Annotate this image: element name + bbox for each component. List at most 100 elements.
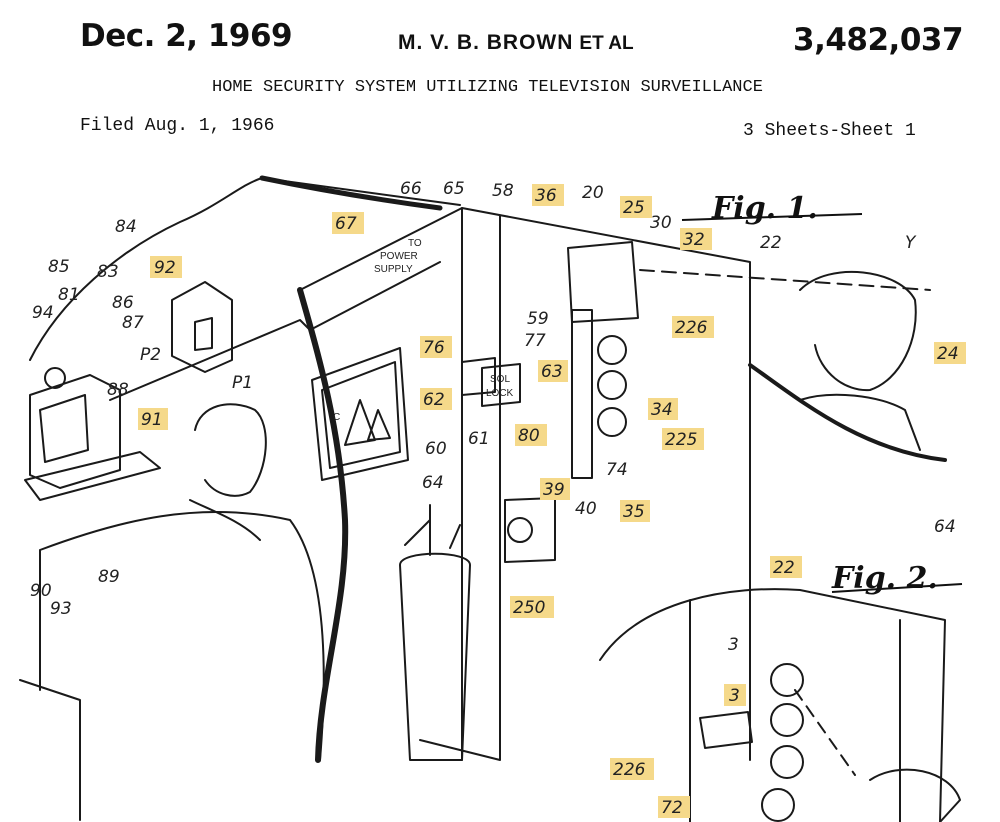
ref-72: 72 — [661, 798, 683, 818]
ref-32-box: 32 — [680, 228, 712, 250]
ref-90: 90 — [30, 581, 52, 601]
ref-81: 81 — [58, 285, 80, 305]
ref-67: 67 — [335, 214, 357, 234]
ref-24: 24 — [937, 344, 959, 364]
ref-40: 40 — [575, 499, 597, 519]
camera-sightline — [639, 269, 931, 291]
inventor-text: M. V. B. BROWN — [398, 31, 574, 54]
sol-lock-label-1: SOL — [490, 374, 510, 385]
ref-91-box: 91 — [138, 408, 168, 430]
wall-book — [171, 281, 233, 373]
ref-24-box: 24 — [934, 342, 966, 364]
ref-64b: 64 — [934, 517, 956, 537]
ref-35-box: 35 — [620, 500, 650, 522]
ref-226a-box: 226 — [672, 316, 714, 338]
ref-80: 80 — [518, 426, 540, 446]
ref-3a: 3 — [728, 635, 739, 655]
ceiling-cable — [259, 175, 443, 211]
ref-61: 61 — [468, 429, 490, 449]
ref-22b: 22 — [773, 558, 795, 578]
door-frame — [419, 207, 751, 761]
ref-P1: P1 — [232, 373, 253, 393]
patent-date: Dec. 2, 1969 — [80, 18, 293, 54]
ref-20: 20 — [582, 183, 604, 203]
ref-67-box: 67 — [332, 212, 364, 234]
tv-speaker — [44, 367, 66, 389]
ref-36: 36 — [535, 186, 557, 206]
ref-60: 60 — [425, 439, 447, 459]
ref-83: 83 — [97, 262, 119, 282]
ref-225-box: 225 — [662, 428, 704, 450]
ref-3b-box: 3 — [724, 684, 746, 706]
ref-76-box: 76 — [420, 336, 452, 358]
ref-84: 84 — [115, 217, 137, 237]
ref-58: 58 — [492, 181, 514, 201]
relay-panel — [571, 309, 593, 479]
ref-226a: 226 — [675, 318, 708, 338]
umbrellas — [404, 504, 461, 556]
solenoid-lock — [461, 357, 521, 407]
ref-34-box: 34 — [648, 398, 678, 420]
patent-number: 3,482,037 — [793, 22, 964, 58]
fig1-title: Fig. 1. — [711, 191, 818, 226]
ref-30: 30 — [650, 213, 672, 233]
relay-lamp-1 — [597, 335, 627, 365]
fig2-sightline — [794, 689, 856, 776]
ref-62-box: 62 — [420, 388, 452, 410]
ref-92-box: 92 — [150, 256, 182, 278]
ref-25: 25 — [623, 198, 645, 218]
ref-74: 74 — [606, 460, 628, 480]
ref-76: 76 — [423, 338, 445, 358]
relay-lamp-2 — [597, 370, 627, 400]
partition-wall — [297, 287, 349, 763]
fig2-button-4 — [761, 788, 795, 822]
ref-36-box: 36 — [532, 184, 564, 206]
sheet-count: 3 Sheets-Sheet 1 — [743, 121, 916, 141]
ref-91: 91 — [141, 410, 163, 430]
ref-225: 225 — [665, 430, 697, 450]
ref-64a: 64 — [422, 473, 444, 493]
ref-72-box: 72 — [658, 796, 690, 818]
ref-226b: 226 — [613, 760, 646, 780]
ref-34: 34 — [651, 400, 673, 420]
filed-date: Filed Aug. 1, 1966 — [80, 116, 275, 136]
ref-59: 59 — [527, 309, 549, 329]
umbrella-stand — [399, 552, 471, 761]
intruder-figure — [799, 270, 921, 451]
ref-88: 88 — [107, 380, 129, 400]
fig2-button-2 — [770, 703, 804, 737]
ref-P2: P2 — [140, 345, 161, 365]
ref-35: 35 — [623, 502, 645, 522]
ref-250-box: 250 — [510, 596, 554, 618]
doorbell-plate — [504, 497, 556, 563]
wall-picture — [311, 347, 409, 481]
ref-250: 250 — [513, 598, 545, 618]
ref-80-box: 80 — [515, 424, 547, 446]
power-supply-label-2: POWER — [380, 251, 418, 262]
tv-monitor — [29, 374, 121, 489]
room-ceiling-line — [29, 177, 461, 361]
ref-94: 94 — [32, 303, 54, 323]
fig2-grille — [699, 711, 753, 749]
ref-22b-box: 22 — [770, 556, 802, 578]
ref-86: 86 — [112, 293, 134, 313]
door-cable — [748, 363, 947, 462]
fig2-button-3 — [770, 745, 804, 779]
ref-39: 39 — [543, 480, 565, 500]
ref-89: 89 — [98, 567, 120, 587]
ref-65: 65 — [443, 179, 465, 199]
power-supply-label-1: TO — [408, 238, 422, 249]
ref-63: 63 — [541, 362, 563, 382]
ref-3b: 3 — [729, 686, 740, 706]
ref-63-box: 63 — [538, 360, 568, 382]
tree-letter: C — [333, 412, 340, 423]
ref-93: 93 — [50, 599, 72, 619]
ref-92: 92 — [154, 258, 176, 278]
doorbell-button — [507, 517, 533, 543]
et-al-text: ET AL — [579, 33, 634, 54]
partition-top — [299, 207, 463, 291]
relay-lamp-3 — [597, 407, 627, 437]
